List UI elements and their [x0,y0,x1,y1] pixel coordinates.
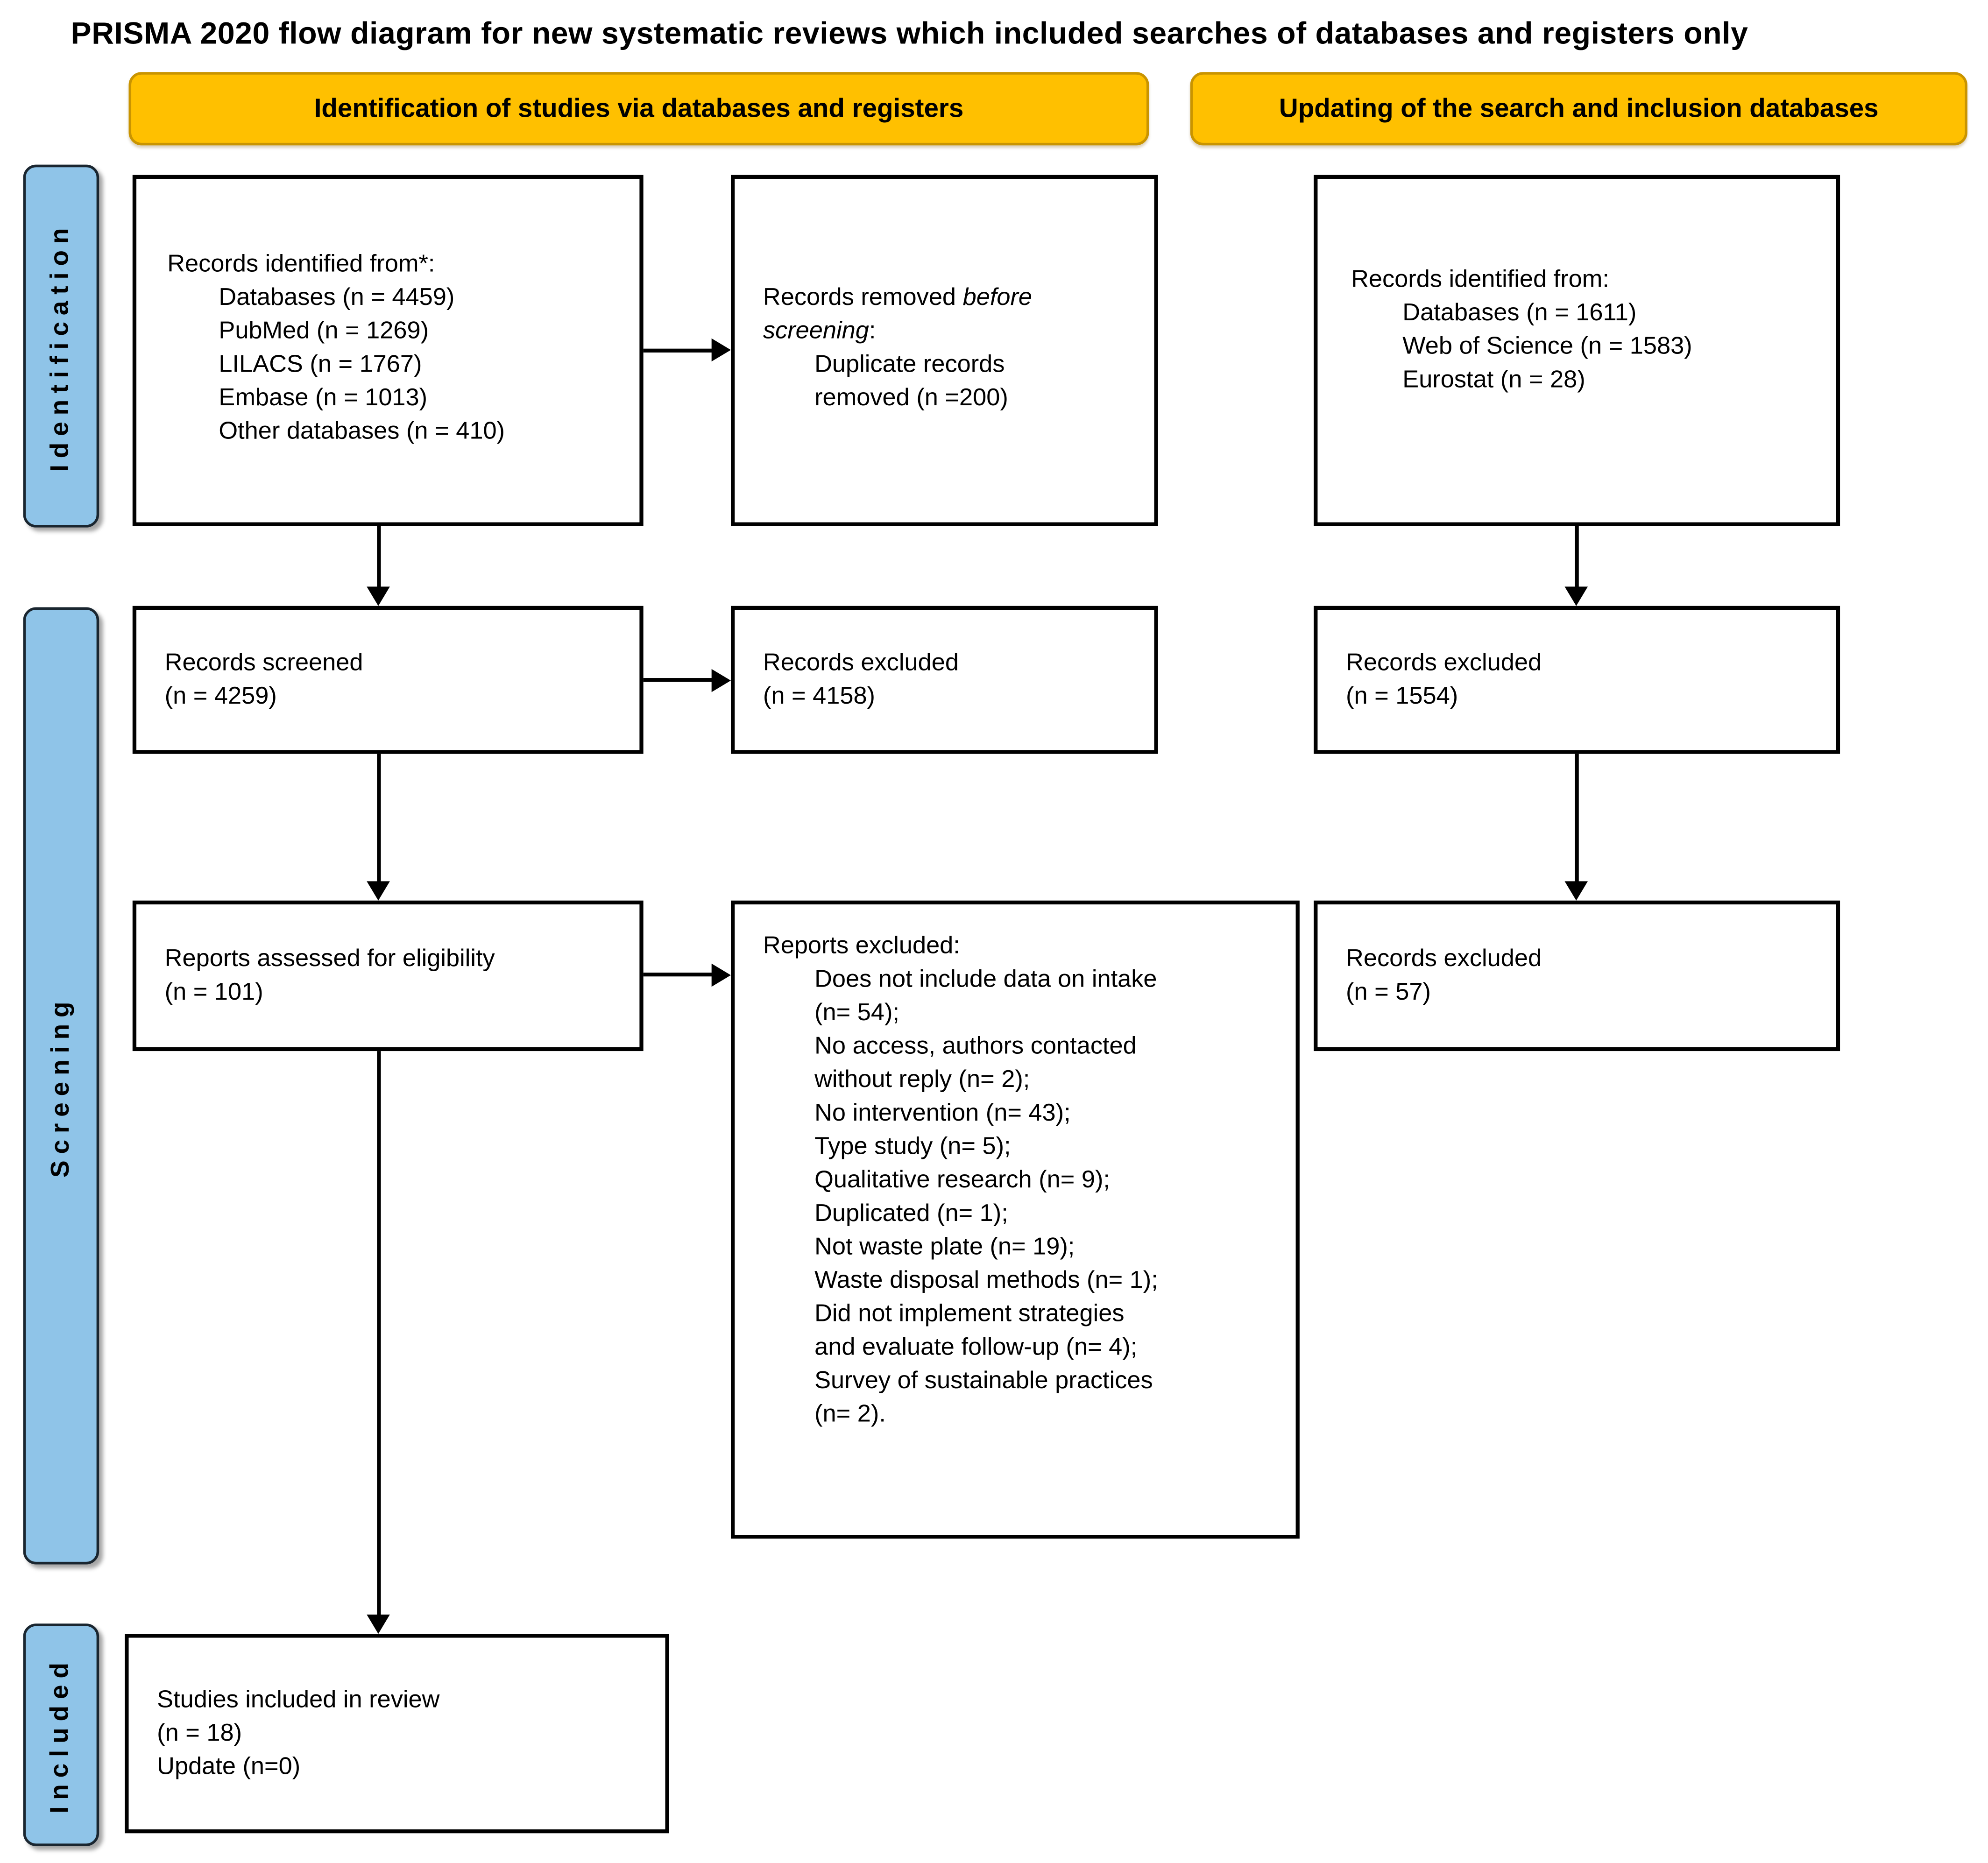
box-records-identified-text: Records identified from*:Databases (n = … [167,251,505,445]
column-header-updating-label: Updating of the search and inclusion dat… [1279,93,1879,123]
page-title: PRISMA 2020 flow diagram for new systema… [71,16,1748,52]
box-studies-included-text: Studies included in review(n = 18)Update… [157,1686,440,1780]
box-records-excluded: Records excluded(n = 4158) [731,606,1158,754]
box-update-records-excluded-screening: Records excluded(n = 1554) [1314,606,1840,754]
box-reports-assessed-text: Reports assessed for eligibility(n = 101… [164,945,495,1006]
column-header-identification-label: Identification of studies via databases … [314,93,964,123]
stage-bar-screening: Screening [23,607,99,1565]
box-update-records-excluded-screening-text: Records excluded(n = 1554) [1346,649,1542,710]
box-update-records-excluded-eligibility-text: Records excluded(n = 57) [1346,945,1542,1006]
stage-bar-included-label: Included [46,1656,75,1814]
column-header-identification: Identification of studies via databases … [128,72,1149,146]
box-records-screened: Records screened(n = 4259) [132,606,644,754]
column-header-updating: Updating of the search and inclusion dat… [1190,72,1967,146]
box-update-records-identified: Records identified from:Databases (n = 1… [1314,175,1840,526]
box-records-screened-text: Records screened(n = 4259) [164,649,363,710]
stage-bar-included: Included [23,1623,99,1846]
box-reports-assessed: Reports assessed for eligibility(n = 101… [132,900,644,1051]
box-update-records-excluded-eligibility: Records excluded(n = 57) [1314,900,1840,1051]
box-update-records-identified-text: Records identified from:Databases (n = 1… [1351,266,1692,394]
box-reports-excluded: Reports excluded:Does not include data o… [731,900,1300,1539]
stage-bar-identification: Identification [23,164,99,528]
stage-bar-screening-label: Screening [46,995,75,1177]
box-records-excluded-text: Records excluded(n = 4158) [763,649,959,710]
box-reports-excluded-text: Reports excluded:Does not include data o… [763,932,1158,1428]
stage-bar-identification-label: Identification [46,221,75,472]
box-records-identified: Records identified from*:Databases (n = … [132,175,644,526]
box-studies-included: Studies included in review(n = 18)Update… [125,1634,669,1834]
